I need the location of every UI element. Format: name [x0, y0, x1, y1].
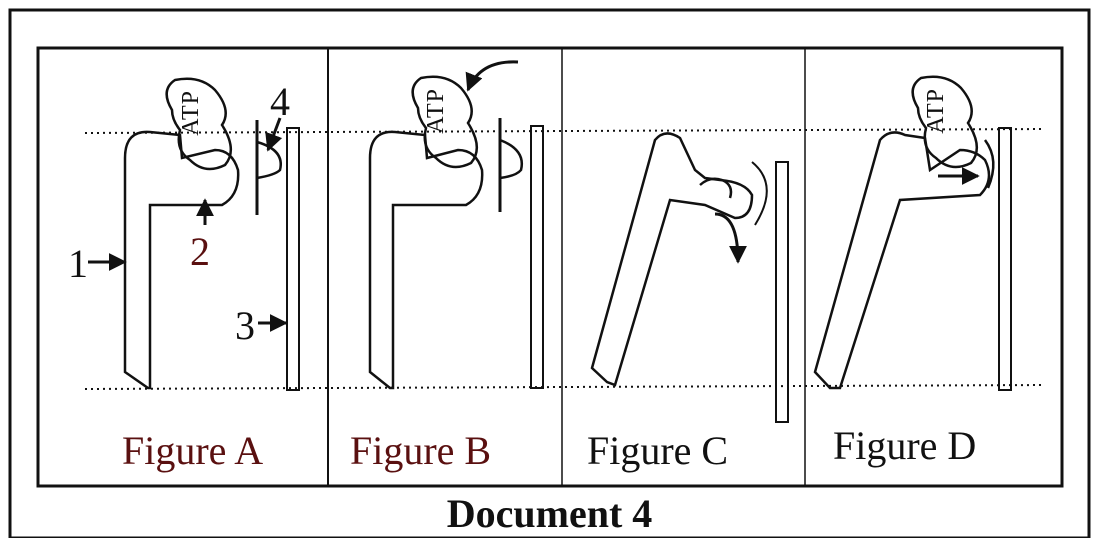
myosin-head-b: [368, 130, 484, 390]
atp-blob-d: [911, 75, 978, 169]
figure-b-drawing: [368, 60, 544, 390]
marker-2: 2: [190, 229, 210, 274]
bottom-dotted-line: [84, 384, 1046, 390]
myosin-head-d: [813, 131, 991, 390]
curved-arrow-b: [465, 60, 519, 92]
actin-filament-a: [286, 127, 300, 391]
atp-blob-c: [699, 177, 733, 199]
figure-a-drawing: [88, 77, 300, 391]
atp-label-d: ATP: [923, 88, 949, 134]
actin-filament-d: [998, 127, 1012, 391]
binding-cap-d: [983, 139, 995, 189]
atp-blob-b: [411, 75, 478, 169]
marker-3: 3: [235, 303, 255, 348]
figure-c-label: Figure C: [587, 428, 729, 473]
figure-a-label: Figure A: [122, 428, 264, 473]
panel-frame: [36, 46, 1064, 488]
binding-cap-b: [499, 138, 524, 180]
outer-border: [8, 8, 1091, 538]
top-dotted-line: [84, 128, 1046, 134]
actin-filament-c: [775, 161, 789, 423]
figure-c-drawing: [590, 132, 789, 423]
swing-arc-c: [751, 161, 768, 226]
myosin-head-c: [590, 132, 754, 387]
marker-4: 4: [270, 79, 290, 124]
arrow-4-a: [265, 117, 283, 152]
atp-blob-a: [165, 77, 232, 171]
arrow-down-c: [714, 212, 747, 264]
figure-d-drawing: [813, 75, 1012, 391]
marker-1: 1: [68, 241, 88, 286]
figure-d-label: Figure D: [833, 423, 977, 468]
atp-label-b: ATP: [423, 88, 449, 134]
atp-label-a: ATP: [178, 90, 204, 136]
myosin-head-a: [123, 130, 240, 390]
actin-filament-b: [530, 125, 544, 389]
figure-b-label: Figure B: [350, 428, 492, 473]
document-title: Document 4: [446, 491, 653, 536]
